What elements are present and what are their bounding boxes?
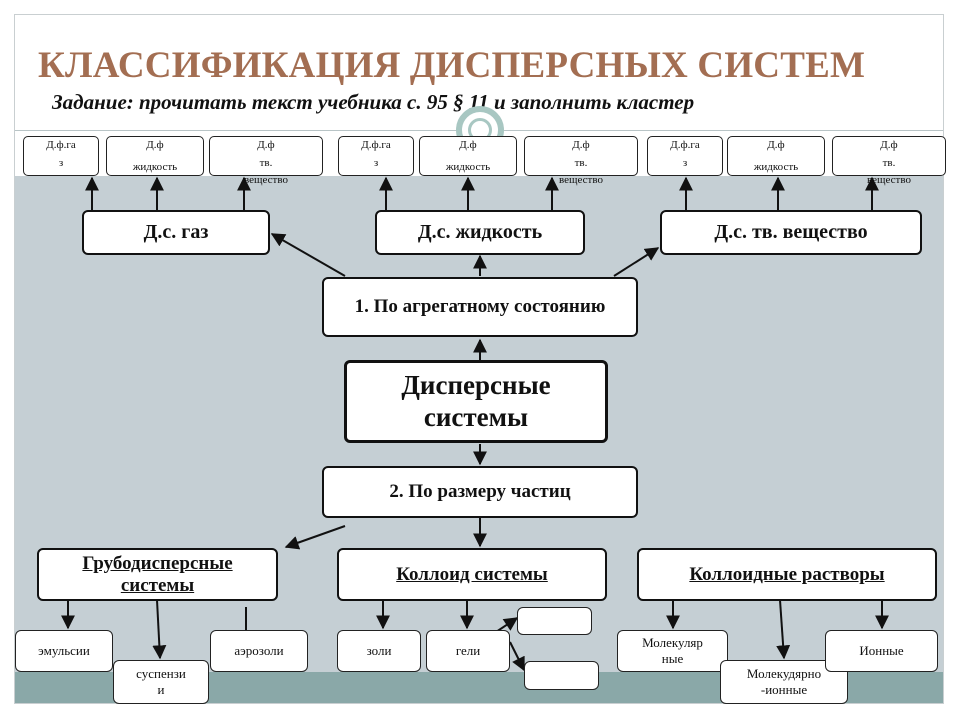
- criterion-particle-size-box: 2. По размеру частиц: [322, 466, 638, 518]
- empty-answer-box[interactable]: [517, 607, 592, 635]
- slide-title: КЛАССИФИКАЦИЯ ДИСПЕРСНЫХ СИСТЕМ: [38, 45, 866, 86]
- gels-box: гели: [426, 630, 510, 672]
- criterion-aggregate-state-box: 1. По агрегатному состоянию: [322, 277, 638, 337]
- medium-liquid-box: Д.с. жидкость: [375, 210, 585, 255]
- slide-subtitle: Задание: прочитать текст учебника с. 95 …: [52, 90, 695, 114]
- sols-box: золи: [337, 630, 421, 672]
- empty-answer-box[interactable]: [524, 661, 599, 690]
- aerosols-box: аэрозоли: [210, 630, 308, 672]
- dispersed-systems-center-box: Дисперсные системы: [344, 360, 608, 443]
- medium-gas-box: Д.с. газ: [82, 210, 270, 255]
- arrow-state-to-gas: [270, 233, 346, 277]
- colloid-solutions-box: Коллоидные растворы: [637, 548, 937, 601]
- ionic-box: Ионные: [825, 630, 938, 672]
- medium-solid-box: Д.с. тв. вещество: [660, 210, 922, 255]
- arrow-size-to-coarse: [284, 525, 346, 550]
- colloid-systems-box: Коллоид системы: [337, 548, 607, 601]
- emulsions-box: эмульсии: [15, 630, 113, 672]
- slide-frame: [14, 14, 944, 704]
- arrow-state-to-solid: [613, 247, 660, 277]
